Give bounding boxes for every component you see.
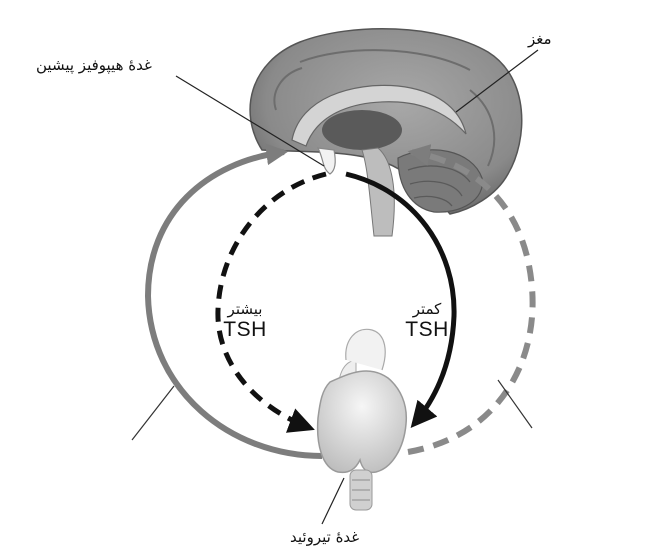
pituitary-label: غدهٔ هیپوفیز پیشین <box>36 56 152 74</box>
tsh-more-word: بیشتر <box>210 300 280 318</box>
tsh-less-hormone: TSH <box>392 318 462 342</box>
thyroid-label: غدهٔ تیروئید <box>290 528 359 546</box>
right-loop-leader-line <box>498 380 532 428</box>
brain-label: مغز <box>528 30 552 48</box>
tsh-more-label: بیشتر TSH <box>210 300 280 342</box>
thyroid-leader-line <box>322 478 344 524</box>
tsh-more-hormone: TSH <box>210 318 280 342</box>
left-loop-leader-line <box>132 386 174 440</box>
thyroid-illustration <box>318 329 407 510</box>
tsh-less-word: کمتر <box>392 300 462 318</box>
tsh-less-label: کمتر TSH <box>392 300 462 342</box>
brain-illustration <box>250 29 522 236</box>
